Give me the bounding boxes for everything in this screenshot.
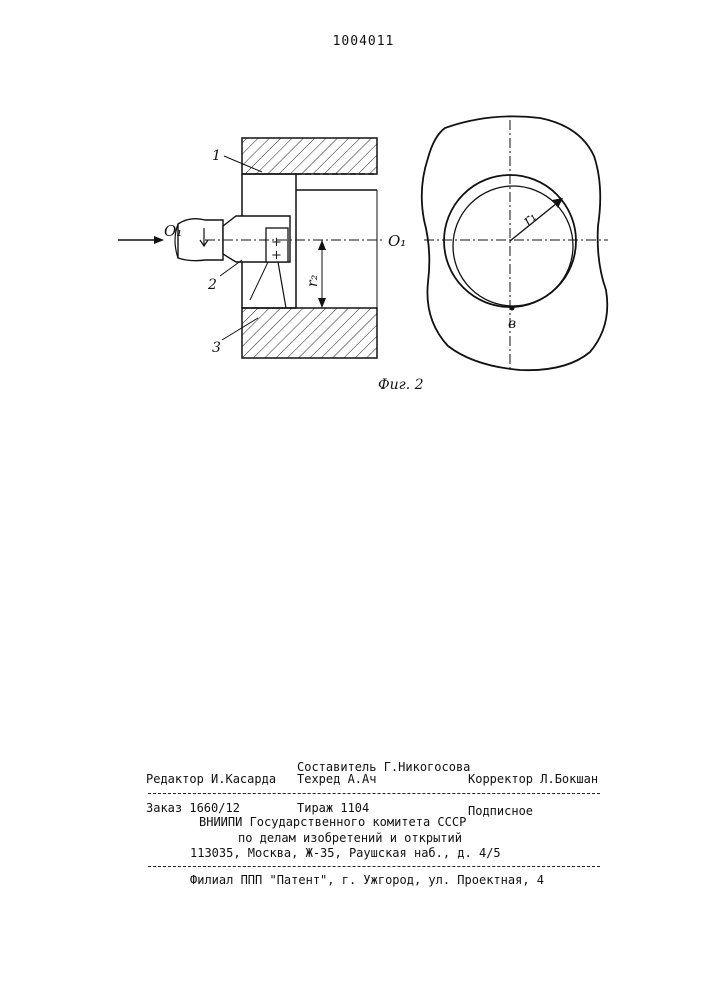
order-line: Заказ 1660/12 <box>146 801 240 815</box>
corrector-line: Корректор Л.Бокшан <box>468 772 598 786</box>
subscription-line: Подписное <box>468 804 533 818</box>
org-line-2: по делам изобретений и открытий <box>238 831 462 845</box>
branch-line: Филиал ППП "Патент", г. Ужгород, ул. Про… <box>190 873 544 887</box>
circulation-line: Тираж 1104 <box>297 801 369 815</box>
divider-2 <box>148 866 600 867</box>
editor-line: Редактор И.Касарда <box>146 772 276 786</box>
tech-editor-line: Техред А.Ач <box>297 772 376 786</box>
divider-1 <box>148 793 600 794</box>
org-line-1: ВНИИПИ Государственного комитета СССР <box>199 815 466 829</box>
org-line-3: 113035, Москва, Ж-35, Раушская наб., д. … <box>190 846 501 860</box>
